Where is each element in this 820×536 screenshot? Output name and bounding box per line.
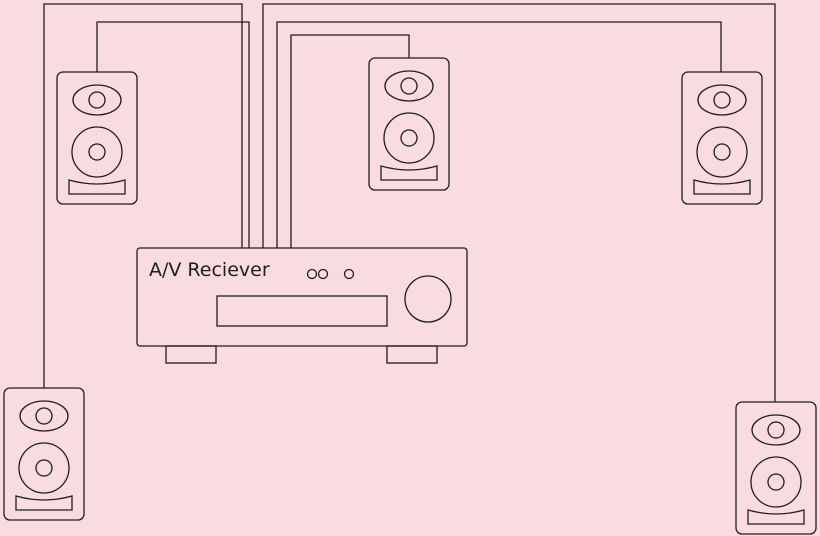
speaker-rear-left (3, 387, 85, 521)
receiver-volume-knob (404, 275, 452, 323)
receiver-button-3 (343, 268, 355, 280)
receiver-display (216, 295, 388, 327)
receiver-button-2 (317, 268, 329, 280)
speaker-center (368, 57, 450, 191)
wires (43, 3, 776, 402)
wire-rear-left (43, 3, 243, 388)
receiver-foot-right (386, 345, 438, 364)
receiver-body (136, 247, 468, 347)
speaker-front-right (681, 71, 763, 205)
wire-front-left (96, 21, 250, 248)
speaker-rear-right (735, 401, 817, 535)
wire-center (290, 34, 410, 248)
av-receiver: A/V Reciever (136, 247, 468, 364)
receiver-foot-left (165, 345, 217, 364)
wire-rear-right (262, 3, 776, 402)
wire-front-right (276, 21, 722, 248)
receiver-button-1 (306, 268, 318, 280)
receiver-label: A/V Reciever (149, 259, 270, 281)
speaker-front-left (56, 71, 138, 205)
